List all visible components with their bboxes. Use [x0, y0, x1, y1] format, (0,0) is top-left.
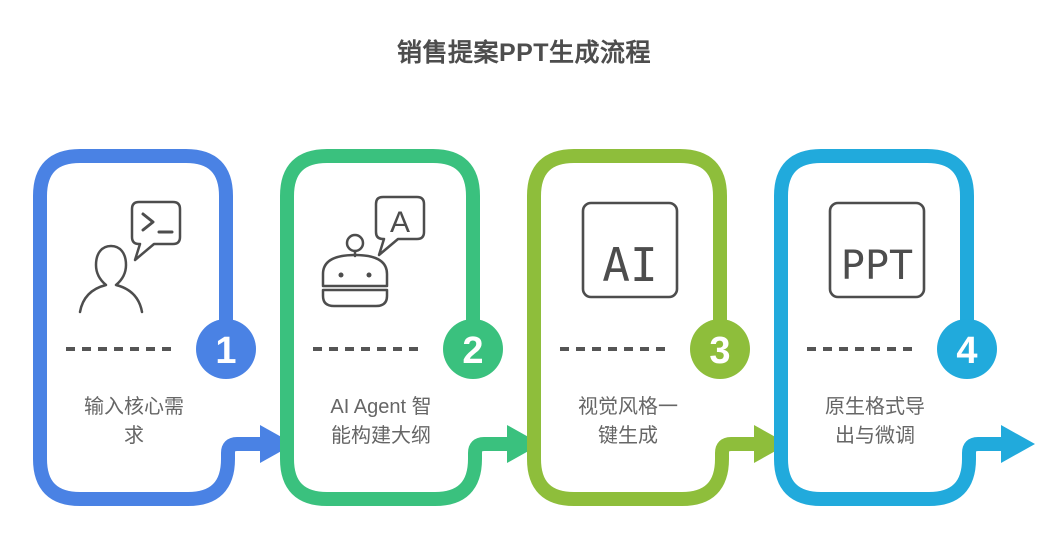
step-number: 3 [709, 330, 730, 372]
arrow-icon [1001, 425, 1035, 463]
step-card-4: PPT 4 原生格式导 出与微调 [773, 148, 1043, 523]
step-number-badge [690, 319, 750, 379]
bubble-letter: A [390, 206, 410, 239]
ai-square-icon: AI [581, 201, 679, 299]
ppt-square-text: PPT [841, 243, 913, 289]
step-number: 4 [956, 330, 977, 372]
step-number-badge [196, 319, 256, 379]
step-label: 原生格式导 出与微调 [825, 396, 925, 447]
card-border [774, 149, 1010, 506]
step-number-badge [443, 319, 503, 379]
card-border [280, 149, 516, 506]
card-border [33, 149, 269, 506]
step-card-3: AI 3 视觉风格一 键生成 [526, 148, 796, 523]
step-card-2: A 2 AI Agent 智 能构建大纲 [279, 148, 549, 523]
arrow-icon [260, 425, 294, 463]
step-label: AI Agent 智 能构建大纲 [330, 396, 432, 447]
page-title: 销售提案PPT生成流程 [396, 39, 652, 67]
step-card-1: 1 输入核心需 求 [32, 148, 302, 523]
arrow-icon [754, 425, 788, 463]
robot-chat-icon: A [321, 195, 426, 308]
step-label: 视觉风格一 键生成 [578, 396, 678, 447]
step-number: 1 [215, 330, 236, 372]
ppt-square-icon: PPT [828, 201, 926, 299]
step-number: 2 [462, 330, 483, 372]
arrow-icon [507, 425, 541, 463]
ai-square-text: AI [602, 238, 657, 292]
step-number-badge [937, 319, 997, 379]
step-label: 输入核心需 求 [84, 396, 184, 447]
user-terminal-chat-icon [78, 200, 182, 314]
card-border [527, 149, 763, 506]
